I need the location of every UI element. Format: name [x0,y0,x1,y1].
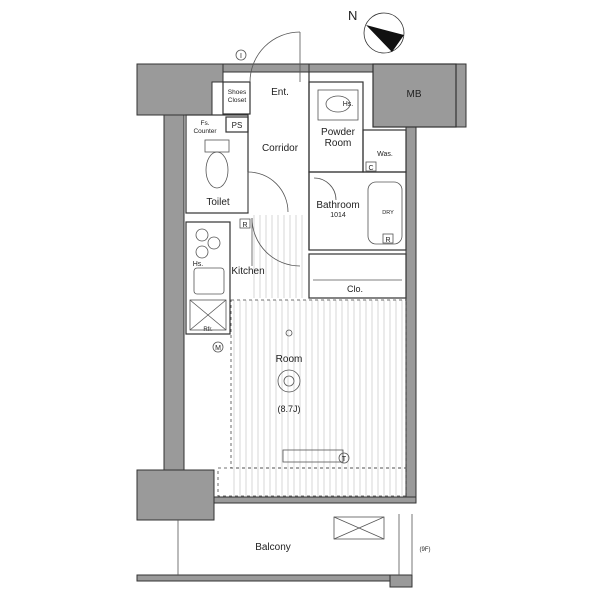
room-size-label: (8.7J) [277,404,300,414]
ps-label: PS [232,121,243,130]
aircon-icon [282,449,344,463]
refrigerator-label: Rfr. [203,327,213,333]
mb-label: MB [407,89,422,100]
north-arrow-icon: N [348,8,405,54]
balcony-hatch-icon [333,516,385,540]
marker-t: T [342,456,347,463]
bathroom-size-label: 1014 [330,212,346,219]
doors [247,31,337,267]
marker-r2: R [385,237,390,244]
fs-counter-label-2: Counter [193,128,217,135]
kitchen-sink-icon [193,267,225,295]
balcony-label: Balcony [255,542,291,553]
toilet-icon [205,151,229,189]
mb-box [372,63,457,128]
sink-icon [317,89,359,121]
north-label: N [348,8,357,23]
powder-hs-label: Hs. [343,101,354,108]
dry-label: DRY [382,210,394,216]
shoes-closet-label-2: Closet [228,97,247,104]
marker-r1: R [242,222,247,229]
refrigerator-icon [189,299,227,331]
room-label: Room [276,354,303,365]
interior-walls [185,72,407,497]
entrance-label: Ent. [271,87,289,98]
toilet-label: Toilet [206,197,230,208]
kitchen-hs-label: Hs. [193,261,204,268]
marker-m: M [215,345,221,352]
fixtures [177,89,413,575]
room-floor-pattern [233,215,403,496]
powder-room-label-2: Room [325,138,352,149]
marker-i: I [240,53,242,60]
floor-note-label: (9F) [420,547,431,553]
corridor-label: Corridor [262,143,299,154]
powder-room-label: Powder [321,127,356,138]
bathroom-label: Bathroom [316,200,359,211]
stove-icon [195,228,209,242]
shoes-closet-label: Shoes [228,89,247,96]
closet-label: Clo. [347,284,363,294]
ceiling-light-icon [277,369,301,393]
kitchen-label: Kitchen [231,266,264,277]
fs-counter-label: Fs. [200,120,209,127]
marker-c: C [368,165,373,172]
washer-label: Was. [377,151,393,158]
markers: I M R R C T [212,49,394,464]
walls [136,63,467,588]
room-labels: Ent. Shoes Closet Fs. Counter PS Corrido… [193,87,431,553]
